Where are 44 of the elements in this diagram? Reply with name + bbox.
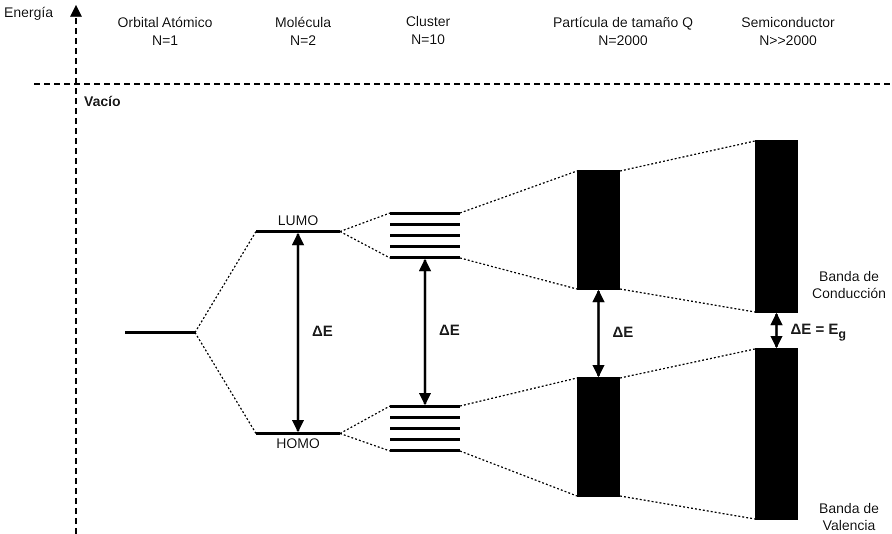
correlation-line (340, 405, 390, 434)
column-count: N=2000 (598, 32, 648, 49)
correlation-line (194, 332, 257, 434)
correlation-line (460, 170, 578, 214)
correlation-line (340, 212, 390, 232)
level-label: HOMO (275, 435, 321, 452)
energy-band (577, 377, 620, 497)
energy-band (755, 348, 798, 520)
band-label: Banda de Valencia (818, 500, 880, 534)
column-heading: Cluster (406, 13, 450, 30)
region-label: Vacío (84, 93, 121, 110)
correlation-line (194, 231, 257, 333)
double-arrow (592, 290, 605, 378)
correlation-line (460, 377, 578, 407)
correlation-line (620, 348, 756, 379)
double-arrow (770, 312, 783, 348)
column-heading: Orbital Atómico (118, 14, 212, 31)
correlation-line (340, 432, 390, 452)
column-heading: Semiconductor (741, 14, 835, 31)
double-arrow (292, 232, 304, 432)
column-heading: Molécula (274, 14, 332, 31)
edge-label: ΔE (439, 322, 460, 339)
column-count: N=2 (290, 32, 316, 49)
edge-label: ΔE (612, 324, 634, 340)
edge-label: ΔE (312, 322, 333, 340)
energy-level-line (256, 212, 340, 233)
double-arrow (418, 258, 432, 406)
correlation-line (460, 450, 578, 497)
energy-band (577, 170, 620, 290)
edge-label: ΔE = E$_{g}$ (790, 320, 846, 342)
correlation-line (620, 495, 756, 520)
column-count: N=10 (411, 31, 445, 48)
energy-level-line (125, 331, 195, 334)
correlation-line (340, 230, 390, 259)
correlation-line (460, 257, 578, 290)
correlation-line (620, 140, 756, 172)
axis-label: Energía (4, 4, 54, 21)
energy-band (755, 140, 798, 313)
level-label: LUMO (276, 212, 320, 229)
column-heading: Partícula de tamaño Q (552, 14, 694, 31)
correlation-line (620, 288, 756, 313)
column-count: N=1 (152, 32, 178, 49)
column-count: N>>2000 (759, 32, 817, 49)
band-label: Banda de Conducción (811, 268, 887, 302)
